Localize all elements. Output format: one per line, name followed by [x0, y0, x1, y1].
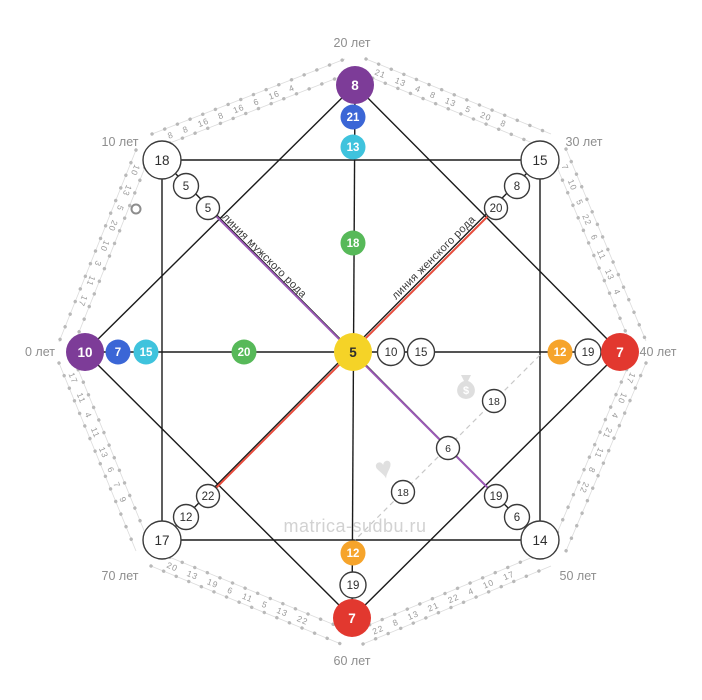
circle-tl-sub2: 5: [195, 195, 221, 221]
circle-top-sub1: 21: [340, 104, 366, 130]
circle-money-value: 18: [488, 396, 500, 408]
circle-right-orange: 12: [547, 339, 573, 365]
circle-left-green: 20: [231, 339, 257, 365]
circle-bl-main-value: 17: [154, 533, 169, 548]
circle-center-r1: 10: [376, 337, 406, 367]
circle-left-sub1: 7: [105, 339, 131, 365]
age-label-0: 0 лет: [25, 345, 55, 359]
circle-tr-sub1: 8: [503, 172, 531, 200]
male-line-label: линия мужского рода: [220, 211, 310, 301]
watermark: matrica-sudbu.ru: [283, 516, 426, 536]
age-numbers-left-lower: 17 11 4 11 13 6 7 9: [66, 371, 128, 505]
circle-bl-main: 17: [142, 520, 182, 560]
circle-top-sub1-value: 21: [347, 112, 360, 124]
circle-left-green-value: 20: [238, 347, 251, 359]
circle-tl-sub2-value: 5: [205, 203, 211, 215]
age-label-50: 50 лет: [560, 569, 597, 583]
circle-tr-sub2-value: 20: [490, 203, 503, 215]
circle-top-main: 8: [336, 66, 374, 104]
age-numbers-left-upper: 10 13 5 20 10 3 11 17: [76, 163, 142, 308]
age-numbers-right-lower: 17 10 4 21 11 8 22: [578, 371, 638, 495]
circle-br-sub2: 19: [483, 483, 509, 509]
circle-tr-sub1-value: 8: [514, 181, 520, 193]
ring-marker: [130, 203, 142, 215]
circle-br-sub1-value: 6: [514, 512, 520, 524]
circle-right-white-value: 19: [582, 347, 595, 359]
circle-bl-sub2-value: 22: [202, 491, 215, 503]
circle-center-r1-value: 10: [385, 347, 398, 359]
circle-top-green: 18: [340, 230, 366, 256]
circle-tl-main-value: 18: [154, 153, 169, 168]
circle-br-sub1: 6: [503, 503, 531, 531]
age-label-70: 70 лет: [102, 569, 139, 583]
circle-right-main: 7: [601, 333, 639, 371]
money-bag-neck: [461, 375, 471, 381]
age-numbers-bottom-right: 22 8 13 21 22 4 10 17: [371, 569, 516, 637]
age-label-20: 20 лет: [334, 36, 371, 50]
circle-left-sub2: 15: [133, 339, 159, 365]
circle-center-r2-value: 15: [415, 347, 428, 359]
circle-br-main: 14: [520, 520, 560, 560]
circle-left-main-value: 10: [77, 345, 92, 360]
circle-heart-value: 18: [397, 487, 409, 499]
circle-bottom-orange-value: 12: [347, 548, 360, 560]
circle-bl-sub1: 12: [172, 503, 200, 531]
circle-heart: 18: [390, 479, 416, 505]
circle-br-main-value: 14: [532, 533, 548, 548]
circle-tl-sub1-value: 5: [183, 181, 189, 193]
number-circles: 18 5 5 8 21 13 18 15: [66, 66, 639, 637]
circle-diag: 6: [435, 435, 461, 461]
circle-bl-sub1-value: 12: [180, 512, 193, 524]
money-bag-symbol: $: [463, 385, 469, 397]
circle-br-sub2-value: 19: [490, 491, 503, 503]
age-numbers-bottom-left: 20 13 19 6 11 5 13 22: [165, 560, 310, 627]
age-arcs: [57, 57, 648, 646]
heart-icon: ♥: [372, 451, 396, 487]
circle-left-main: 10: [66, 333, 104, 371]
age-numbers-right-upper: 7 10 5 22 6 11 13 4: [560, 163, 623, 297]
circle-left-sub1-value: 7: [115, 347, 121, 359]
circle-center: 5: [334, 333, 372, 371]
circle-tr-main-value: 15: [532, 153, 547, 168]
age-numbers-top-left: 8 8 16 8 16 6 16 4: [166, 82, 296, 140]
circle-bottom-orange: 12: [340, 540, 366, 566]
circle-right-orange-value: 12: [554, 347, 567, 359]
circle-top-green-value: 18: [347, 238, 360, 250]
female-line-label: линия женского рода: [390, 213, 479, 302]
circle-tr-sub2: 20: [483, 195, 509, 221]
circle-tl-sub1: 5: [172, 172, 200, 200]
circle-top-sub2-value: 13: [347, 142, 360, 154]
age-label-30: 30 лет: [566, 135, 603, 149]
circle-bottom-main: 7: [333, 599, 371, 637]
circle-tl-main: 18: [142, 140, 182, 180]
circle-diag-value: 6: [445, 443, 451, 455]
circle-bottom-white-value: 19: [347, 580, 360, 592]
circle-money: 18: [481, 388, 507, 414]
age-label-10: 10 лет: [102, 135, 139, 149]
circle-top-sub2: 13: [340, 134, 366, 160]
age-label-60: 60 лет: [334, 654, 371, 668]
circle-bottom-white: 19: [339, 571, 367, 599]
circle-bottom-main-value: 7: [348, 611, 356, 626]
age-labels: 0 лет 10 лет 20 лет 30 лет 40 лет 50 лет…: [25, 36, 677, 668]
money-bag-icon: $: [457, 375, 475, 399]
circle-right-white: 19: [574, 338, 602, 366]
circle-center-value: 5: [349, 345, 357, 360]
age-label-40: 40 лет: [640, 345, 677, 359]
circle-tr-main: 15: [520, 140, 560, 180]
age-numbers-top-right: 21 13 4 8 13 5 20 8: [373, 67, 508, 129]
circle-bl-sub2: 22: [195, 483, 221, 509]
circle-left-sub2-value: 15: [140, 347, 153, 359]
circle-right-main-value: 7: [616, 345, 624, 360]
circle-center-r2: 15: [406, 337, 436, 367]
money-bag-body: [457, 381, 475, 399]
circle-top-main-value: 8: [351, 78, 359, 93]
